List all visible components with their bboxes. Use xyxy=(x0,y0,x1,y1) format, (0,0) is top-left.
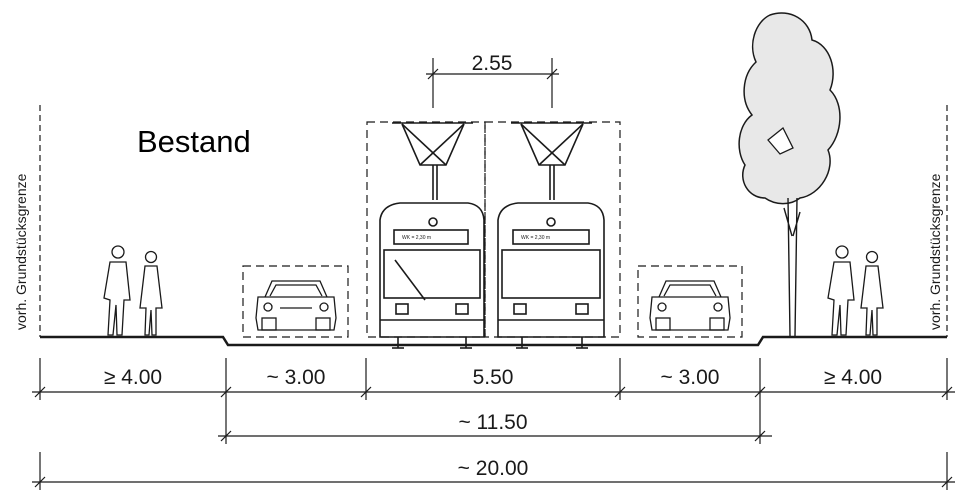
left-car-clearance xyxy=(242,265,349,338)
tram-left-plate: WK = 2,30 m xyxy=(402,235,431,241)
tram-right-plate: WK = 2,30 m xyxy=(521,235,550,241)
left-car xyxy=(255,280,337,331)
total-width-label: ~ 20.00 xyxy=(458,457,529,480)
total-width-dimension xyxy=(32,452,955,490)
segment-label-sidewalk-left: ≥ 4.00 xyxy=(104,366,162,389)
title: Bestand xyxy=(137,124,251,159)
center-width-label: ~ 11.50 xyxy=(458,411,527,434)
tram-left xyxy=(379,202,485,349)
segment-label-parking-left: ~ 3.00 xyxy=(267,366,326,389)
tree xyxy=(738,12,841,337)
pedestrians-left xyxy=(103,245,163,336)
pantograph-right xyxy=(511,122,592,200)
right-car-clearance xyxy=(637,265,743,338)
segment-label-sidewalk-right: ≥ 4.00 xyxy=(824,366,882,389)
ground-profile xyxy=(40,335,947,347)
tram-spacing-dimension: 2.55 xyxy=(426,52,559,108)
pantograph-left xyxy=(392,122,473,200)
segment-label-tram: 5.50 xyxy=(473,366,514,389)
right-car xyxy=(649,280,731,331)
left-boundary-label: vorh. Grundstücksgrenze xyxy=(13,173,29,330)
right-boundary-label: vorh. Grundstücksgrenze xyxy=(927,173,943,330)
center-width-dimension xyxy=(218,400,772,444)
segment-label-parking-right: ~ 3.00 xyxy=(661,366,720,389)
tram-spacing-label: 2.55 xyxy=(472,52,513,75)
tram-right xyxy=(497,202,605,349)
segment-dimension-row xyxy=(32,358,955,400)
pedestrians-right xyxy=(827,245,884,336)
